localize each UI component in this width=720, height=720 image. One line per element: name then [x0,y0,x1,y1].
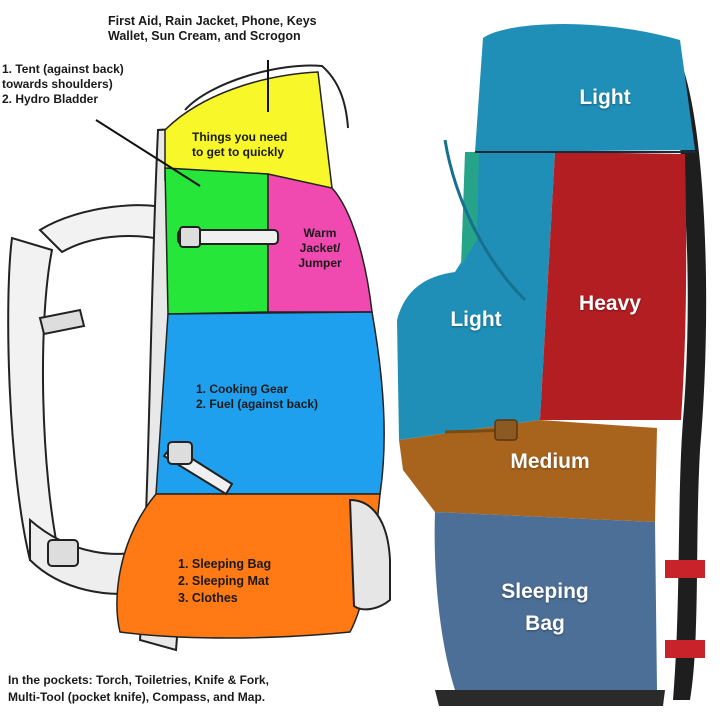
hip-buckle-icon [47,539,79,567]
frame-harness [667,60,707,700]
red-buckle-lower-icon [665,640,705,658]
compression-strap [177,229,279,245]
top-note: First Aid, Rain Jacket, Phone, Keys Wall… [108,14,388,44]
pointer-line-side [95,119,201,187]
lower-buckle-icon [167,441,193,465]
bottom-note-line2: Multi-Tool (pocket knife), Compass, and … [8,690,266,704]
packing-diagram-illustration: First Aid, Rain Jacket, Phone, Keys Wall… [2,14,393,706]
top-note-line1: First Aid, Rain Jacket, Phone, Keys [108,14,317,28]
strap-buckle-icon [179,226,201,248]
compartment-blue [155,311,385,495]
yellow-label-line1: Things you need [192,130,288,144]
zone-bottom-label-line1: Sleeping [501,580,589,603]
zone-medium [399,420,657,522]
zone-bottom-label-line2: Bag [525,612,565,635]
pink-label-line1: Warm [303,226,337,240]
medium-buckle-icon [494,419,518,441]
side-note: 1. Tent (against back) towards shoulders… [2,62,182,107]
zone-center-label: Heavy [579,292,641,315]
pink-label: Warm Jacket/ Jumper [280,226,360,271]
blue-label-line1: 1. Cooking Gear [196,382,289,396]
orange-label-line2: 2. Sleeping Mat [178,574,269,588]
zone-light-top [475,23,695,153]
compartment-yellow [164,71,333,189]
lid-outline [184,64,349,129]
sternum-buckle-icon [38,308,86,336]
orange-label-line1: 1. Sleeping Bag [178,557,272,571]
backpack-photo-illustration [397,23,707,706]
side-strap [443,139,527,302]
zone-sleeping-bag [434,512,657,690]
pink-label-line2: Jacket/ [299,241,341,255]
orange-label: 1. Sleeping Bag 2. Sleeping Mat 3. Cloth… [178,556,328,607]
bottom-note: In the pockets: Torch, Toiletries, Knife… [8,672,393,706]
zone-medium-label: Medium [510,450,590,473]
zone-heavy [540,152,687,420]
weight-zones-photo: Light Light Heavy Medium Sleeping Bag [395,0,720,720]
red-buckle-icon [665,560,705,578]
side-pocket [348,498,391,611]
orange-label-line3: 3. Clothes [178,591,238,605]
shoulder-strap-top [38,204,172,254]
zone-left-label: Light [450,308,502,331]
top-note-line2: Wallet, Sun Cream, and Scrogon [108,29,301,43]
yellow-label-line2: to get to quickly [192,145,285,159]
side-note-line1: 1. Tent (against back) [2,62,124,76]
side-note-line2: towards shoulders) [2,77,113,91]
side-note-line3: 2. Hydro Bladder [2,92,99,106]
pack-base [435,690,665,706]
blue-label: 1. Cooking Gear 2. Fuel (against back) [196,382,386,412]
zone-light-left [397,152,555,440]
panel-divider [393,0,395,720]
zone-top-label: Light [579,86,631,109]
blue-label-line2: 2. Fuel (against back) [196,397,319,411]
backpack-illustration [7,60,391,652]
yellow-label: Things you need to get to quickly [192,130,332,160]
bottom-note-line1: In the pockets: Torch, Toiletries, Knife… [8,673,269,687]
zone-light-accent [461,152,479,266]
shoulder-strap-outer [7,236,62,561]
pink-label-line3: Jumper [298,256,342,270]
zone-bottom-label: Sleeping Bag [485,576,605,640]
